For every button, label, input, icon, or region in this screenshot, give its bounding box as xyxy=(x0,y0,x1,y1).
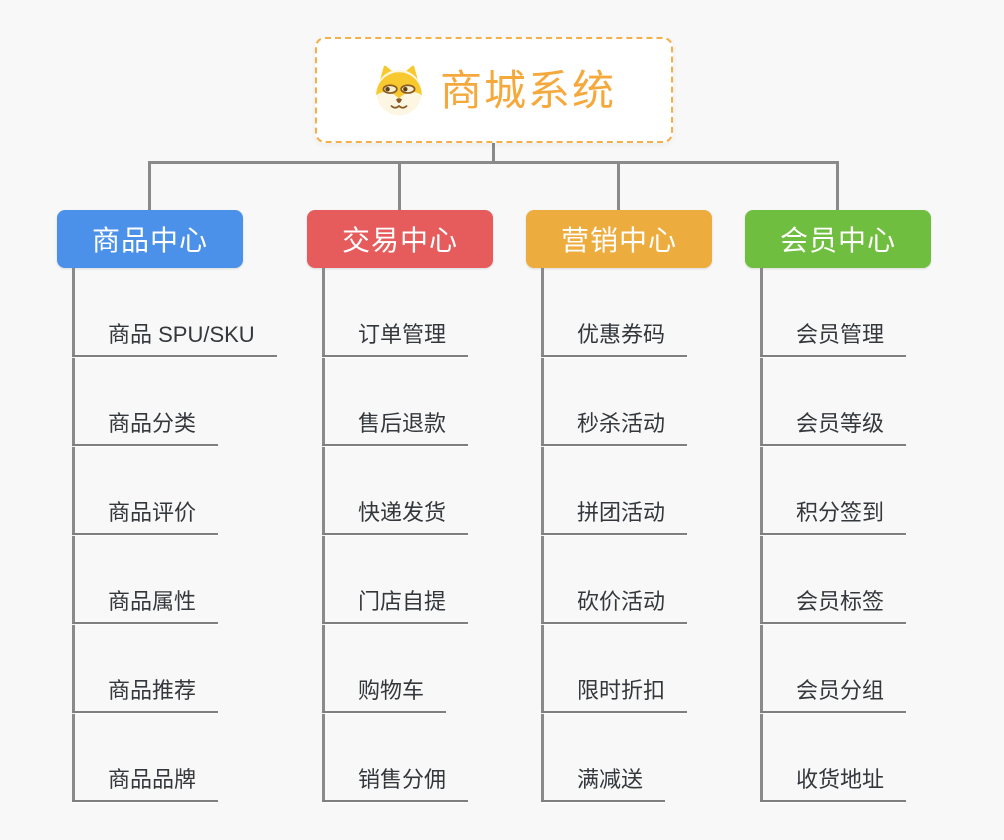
root-title: 商城系统 xyxy=(439,67,616,114)
topic-item[interactable]: 满减送 xyxy=(541,767,666,802)
connector-drop-line xyxy=(617,161,620,210)
topic-item[interactable]: 收货地址 xyxy=(760,767,907,802)
connector-bus-line xyxy=(148,161,839,164)
doge-icon xyxy=(372,63,426,117)
topic-item[interactable]: 会员分组 xyxy=(760,678,907,713)
topic-item[interactable]: 会员管理 xyxy=(760,322,907,357)
branch-trunk-line xyxy=(541,268,544,802)
branch-trunk-line xyxy=(322,268,325,802)
branch-box[interactable]: 会员中心 xyxy=(745,210,931,268)
topic-item[interactable]: 商品分类 xyxy=(72,411,219,446)
topic-item[interactable]: 会员标签 xyxy=(760,589,907,624)
branch-member-center: 会员中心 会员管理 会员等级 积分签到 会员标签 会员分组 收货地址 xyxy=(745,210,1004,810)
topic-item[interactable]: 商品品牌 xyxy=(72,767,219,802)
branch-box[interactable]: 营销中心 xyxy=(526,210,712,268)
branch-trunk-line xyxy=(760,268,763,802)
topic-item[interactable]: 售后退款 xyxy=(322,411,469,446)
topic-item[interactable]: 优惠券码 xyxy=(541,322,688,357)
branch-trunk-line xyxy=(72,268,75,802)
topic-item[interactable]: 积分签到 xyxy=(760,500,907,535)
branch-box[interactable]: 交易中心 xyxy=(307,210,493,268)
connector-drop-line xyxy=(836,161,839,210)
branch-box[interactable]: 商品中心 xyxy=(57,210,243,268)
connector-drop-line xyxy=(398,161,401,210)
topic-item[interactable]: 商品推荐 xyxy=(72,678,219,713)
root-node[interactable]: 商城系统 xyxy=(315,37,673,143)
topic-item[interactable]: 购物车 xyxy=(322,678,447,713)
topic-item[interactable]: 门店自提 xyxy=(322,589,469,624)
connector-drop-line xyxy=(148,161,151,210)
topic-item[interactable]: 商品属性 xyxy=(72,589,219,624)
branch-product-center: 商品中心 商品 SPU/SKU 商品分类 商品评价 商品属性 商品推荐 商品品牌 xyxy=(57,210,317,810)
topic-item[interactable]: 商品 SPU/SKU xyxy=(72,322,277,357)
topic-item[interactable]: 订单管理 xyxy=(322,322,469,357)
topic-item[interactable]: 快递发货 xyxy=(322,500,469,535)
topic-item[interactable]: 会员等级 xyxy=(760,411,907,446)
topic-item[interactable]: 拼团活动 xyxy=(541,500,688,535)
topic-item[interactable]: 销售分佣 xyxy=(322,767,469,802)
branch-trade-center: 交易中心 订单管理 售后退款 快递发货 门店自提 购物车 销售分佣 xyxy=(307,210,567,810)
topic-item[interactable]: 秒杀活动 xyxy=(541,411,688,446)
topic-item[interactable]: 商品评价 xyxy=(72,500,219,535)
topic-item[interactable]: 砍价活动 xyxy=(541,589,688,624)
topic-item[interactable]: 限时折扣 xyxy=(541,678,688,713)
connector-root-stem xyxy=(492,143,495,164)
branch-marketing-center: 营销中心 优惠券码 秒杀活动 拼团活动 砍价活动 限时折扣 满减送 xyxy=(526,210,786,810)
